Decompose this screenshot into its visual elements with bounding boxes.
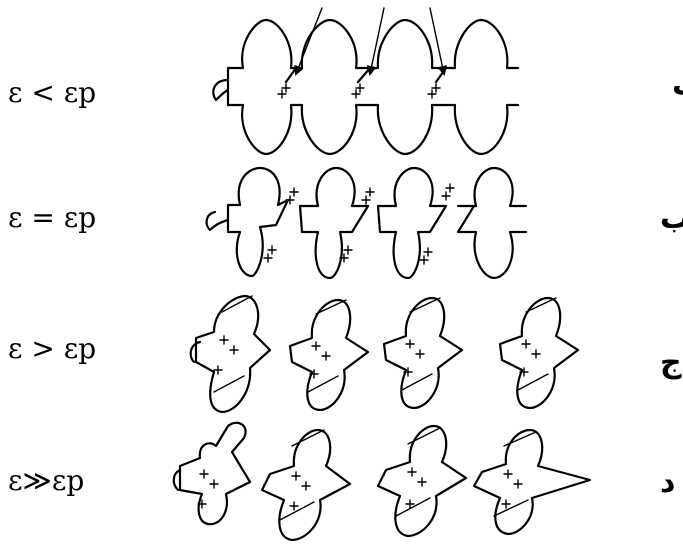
row-d-lobes bbox=[172, 421, 592, 542]
row-label-c: ج bbox=[660, 345, 682, 380]
row-b-lobes bbox=[205, 166, 528, 280]
row-a-lobe-chain bbox=[212, 18, 520, 156]
condition-label-b: ε = εp bbox=[8, 201, 96, 234]
row-label-b: ب bbox=[660, 201, 683, 236]
condition-label-c: ε > εp bbox=[8, 332, 96, 365]
condition-label-a: ε < εp bbox=[8, 76, 96, 109]
row-a-slip-arrows bbox=[294, 7, 448, 76]
row-label-a: الف bbox=[672, 67, 683, 102]
row-c-lobes bbox=[189, 294, 580, 414]
row-label-d: د bbox=[660, 465, 675, 500]
condition-label-d: ε≫εp bbox=[8, 464, 84, 497]
